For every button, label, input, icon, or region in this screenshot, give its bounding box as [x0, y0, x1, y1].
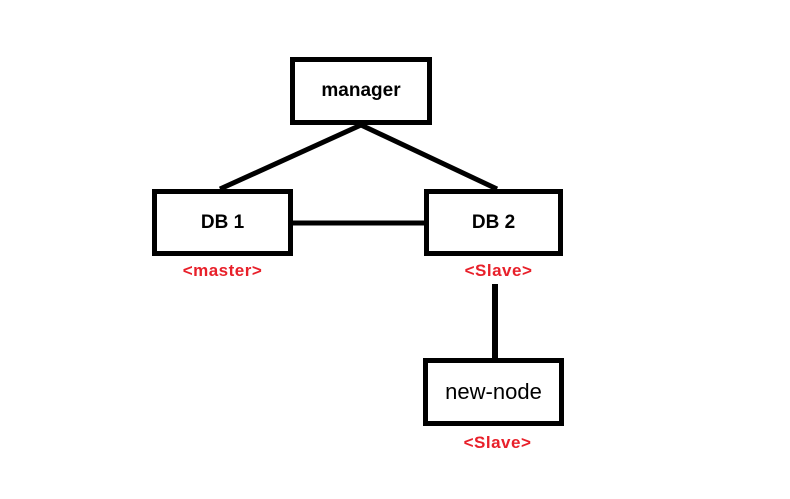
- connector-manager-db1: [218, 122, 363, 192]
- new-node-role-label: <Slave>: [463, 433, 532, 452]
- manager-node-label: manager: [321, 80, 401, 101]
- db1-node-label: DB 1: [200, 211, 245, 233]
- db1-node: DB 1: [152, 189, 293, 256]
- connector-manager-db2: [359, 122, 499, 192]
- db2-node: DB 2: [424, 189, 563, 256]
- manager-node: manager: [290, 57, 432, 125]
- db2-role-label: <Slave>: [464, 261, 533, 280]
- new-node-label: new-node: [445, 379, 542, 404]
- db2-node-label: DB 2: [471, 211, 516, 233]
- db1-role-label: <master>: [182, 261, 263, 280]
- new-node-node: new-node: [423, 358, 564, 426]
